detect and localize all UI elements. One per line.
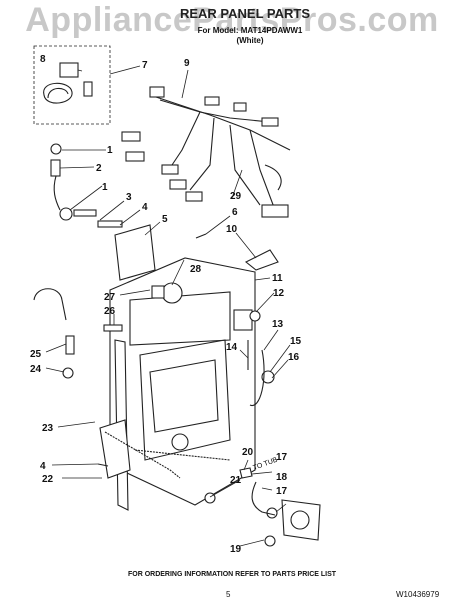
callout-24: 24 [30,364,42,375]
part-11-rear-panel [109,257,256,506]
callout-5: 5 [162,214,168,225]
callout-26: 26 [104,306,116,317]
part-9-wire-harness [121,86,291,218]
callout-6: 6 [232,207,238,218]
callout-25: 25 [30,349,42,360]
page-number: 5 [226,590,231,599]
callout-11: 11 [272,273,283,284]
callout-13: 13 [272,319,284,330]
model-line: For Model: MAT14PDAWW1 [197,26,303,35]
leader-lines [45,65,291,547]
callout-28: 28 [190,264,202,275]
callout-4a: 4 [142,202,148,213]
to-tub-label: TO TUB [252,456,279,471]
callout-10: 10 [226,224,238,235]
part-22-spring [104,431,181,479]
page-title: REAR PANEL PARTS [179,6,310,21]
callout-4b: 4 [40,461,46,472]
callout-17a: 17 [276,452,288,463]
footer-note: FOR ORDERING INFORMATION REFER TO PARTS … [127,571,337,578]
callout-8: 8 [40,54,46,65]
part-28-timer [161,282,183,304]
document-number: W10436979 [396,590,440,599]
callout-27: 27 [104,292,116,303]
callout-21: 21 [230,475,242,486]
kit-8-box [33,45,111,125]
callout-1a: 1 [107,145,113,156]
callout-22: 22 [42,474,54,485]
callout-7: 7 [142,60,148,71]
callout-9: 9 [184,58,190,69]
part-8-cord [43,82,73,104]
watermark: AppliancePartsPros.com [25,1,439,39]
callout-19: 19 [230,544,242,555]
part-5-bracket [114,224,156,281]
callout-15: 15 [290,336,302,347]
color-line: (White) [236,36,264,45]
callout-20: 20 [242,447,254,458]
callout-18: 18 [276,472,288,483]
callout-3: 3 [126,192,132,203]
part-12-valve [233,309,253,331]
callout-2: 2 [96,163,102,174]
callout-17b: 17 [276,486,288,497]
callout-29: 29 [230,191,242,202]
callout-1b: 1 [102,182,108,193]
callout-23: 23 [42,423,54,434]
callout-16: 16 [288,352,300,363]
part-25-hose [33,288,67,321]
callout-12: 12 [273,288,285,299]
callout-14: 14 [226,342,238,353]
part-8-plug [59,62,79,78]
part-23-bracket [99,419,131,479]
part-17-pump [281,499,321,541]
